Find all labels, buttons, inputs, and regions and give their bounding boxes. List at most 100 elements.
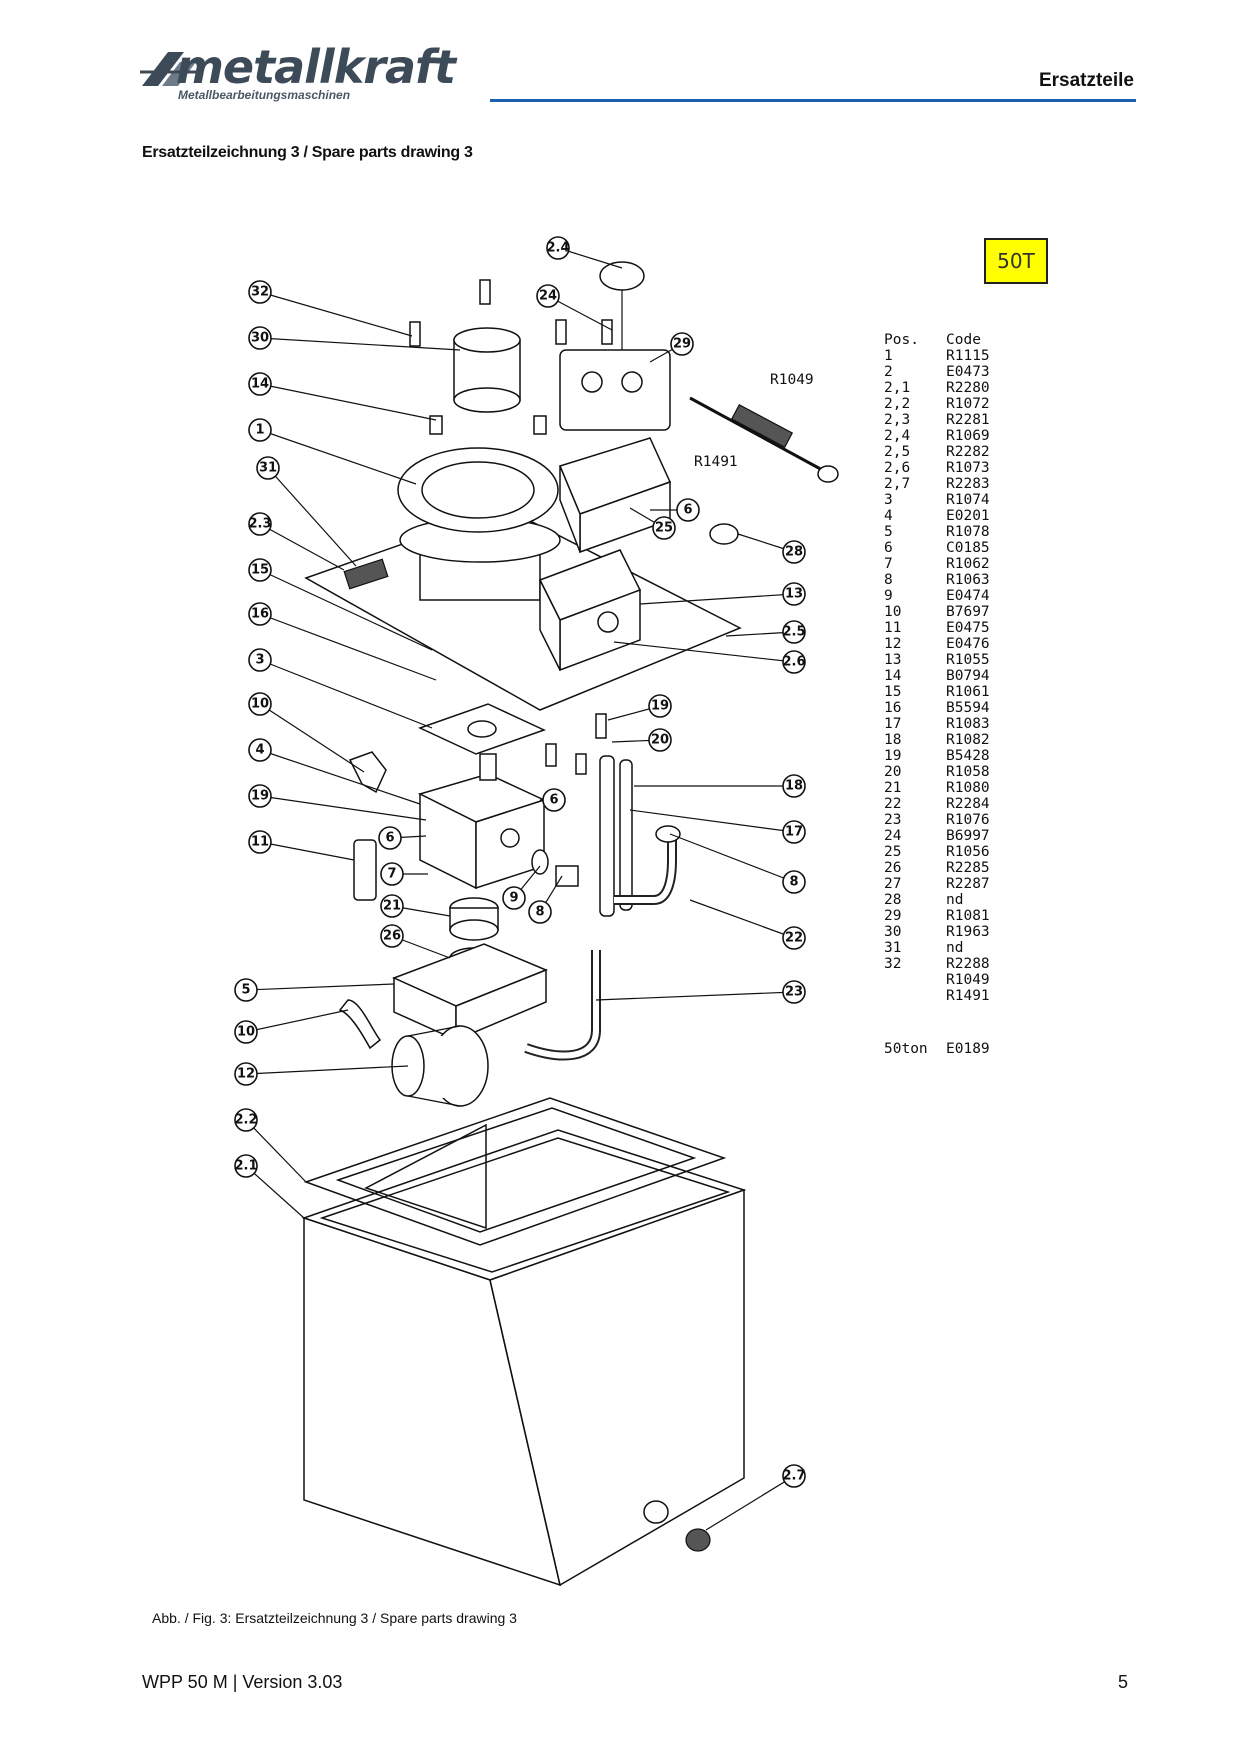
svg-text:17: 17 [785, 825, 803, 840]
callout-23: 23 [595, 980, 806, 1004]
parts-code: B7697 [946, 604, 990, 620]
sight-tube [599, 755, 615, 917]
parts-pos: 29 [884, 908, 902, 924]
svg-text:2.1: 2.1 [234, 1159, 257, 1174]
callout-6: 6 [540, 788, 566, 812]
callout-4: 4 [248, 738, 421, 805]
svg-text:6: 6 [385, 831, 394, 846]
section-title: Ersatzteile [1038, 70, 1134, 91]
logo-wordmark: metallkraft [176, 40, 456, 94]
label-r1049: R1049 [770, 372, 814, 388]
svg-text:6: 6 [683, 503, 692, 518]
parts-pos: 2 [884, 364, 893, 380]
parts-code: B6997 [946, 828, 990, 844]
parts-pos: 5 [884, 524, 893, 540]
callout-25: 25 [629, 507, 676, 540]
svg-text:2.3: 2.3 [248, 517, 271, 532]
footer-doc: WPP 50 M | Version 3.03 [142, 1672, 343, 1692]
callout-32: 32 [248, 280, 413, 337]
svg-text:6: 6 [549, 793, 558, 808]
callout-31: 31 [256, 456, 357, 567]
figure-caption: Abb. / Fig. 3: Ersatzteilzeichnung 3 / S… [152, 1610, 517, 1626]
callout-10: 10 [248, 692, 365, 773]
svg-text:2.6: 2.6 [782, 655, 805, 670]
callout-2-1: 2.1 [234, 1154, 305, 1219]
svg-text:19: 19 [251, 789, 269, 804]
callout-30: 30 [248, 326, 461, 351]
parts-pos: 2,3 [884, 412, 911, 428]
callout-19: 19 [607, 694, 672, 721]
svg-text:5: 5 [241, 983, 250, 998]
parts-code: R1115 [946, 348, 990, 364]
logo: metallkraft Metallbearbeitungsmaschinen [140, 40, 480, 104]
svg-text:20: 20 [651, 733, 669, 748]
callout-8: 8 [669, 833, 806, 894]
parts-code: C0185 [946, 540, 990, 556]
parts-pos: 23 [884, 812, 902, 828]
callout-26: 26 [380, 924, 451, 959]
svg-text:24: 24 [539, 289, 557, 304]
callout-5: 5 [234, 978, 395, 1002]
parts-pos: 12 [884, 636, 902, 652]
parts-code: E0201 [946, 508, 990, 524]
svg-text:2.5: 2.5 [782, 625, 805, 640]
callout-8: 8 [528, 875, 563, 924]
callout-2-3: 2.3 [248, 512, 345, 571]
parts-code: R1081 [946, 908, 990, 924]
tonnage-badge: 50T [984, 238, 1048, 284]
manifold [392, 943, 548, 1042]
parts-code: R1082 [946, 732, 990, 748]
control-valve [559, 261, 671, 431]
parts-pos: 13 [884, 652, 902, 668]
parts-pos: 32 [884, 956, 902, 972]
svg-text:21: 21 [383, 899, 401, 914]
logo-mark-icon [140, 52, 198, 86]
parts-code: R1058 [946, 764, 990, 780]
parts-pos: 16 [884, 700, 902, 716]
callout-18: 18 [634, 774, 806, 798]
parts-total: 50ton E0189 [884, 1041, 990, 1057]
callout-12: 12 [234, 1062, 409, 1086]
parts-code: nd [946, 892, 964, 908]
parts-code: E0474 [946, 588, 990, 604]
svg-text:10: 10 [251, 697, 269, 712]
valve-block [558, 437, 672, 554]
suction-filter [391, 1025, 489, 1107]
svg-text:12: 12 [237, 1067, 255, 1082]
parts-pos: 26 [884, 860, 902, 876]
parts-pos: 11 [884, 620, 902, 636]
parts-code: R2284 [946, 796, 990, 812]
callout-13: 13 [639, 582, 806, 606]
parts-code: R1963 [946, 924, 990, 940]
svg-text:28: 28 [785, 545, 803, 560]
lever-handle [689, 396, 839, 483]
parts-code: R1083 [946, 716, 990, 732]
parts-pos: 7 [884, 556, 893, 572]
parts-pos: 2,7 [884, 476, 911, 492]
parts-code: R1078 [946, 524, 990, 540]
gasket-hole [467, 720, 497, 738]
parts-code: R1063 [946, 572, 990, 588]
callout-15: 15 [248, 558, 433, 651]
parts-pos: 2,2 [884, 396, 911, 412]
callout-20: 20 [611, 728, 672, 752]
callout-2-6: 2.6 [613, 641, 806, 674]
callout-6: 6 [378, 826, 427, 850]
parts-pos: 4 [884, 508, 893, 524]
parts-code: R1073 [946, 460, 990, 476]
svg-text:2.2: 2.2 [234, 1113, 257, 1128]
parts-pos: 2,6 [884, 460, 911, 476]
parts-pos: 8 [884, 572, 893, 588]
parts-code: nd [946, 940, 964, 956]
